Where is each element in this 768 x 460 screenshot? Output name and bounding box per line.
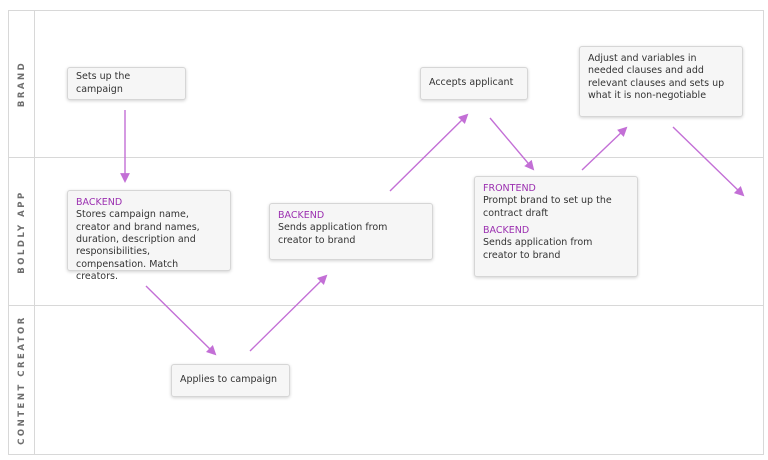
arrow-adjust-onward [672, 126, 745, 197]
swimlane-board [8, 10, 764, 455]
arrow-backend-to-apply [145, 285, 217, 356]
arrow-backend-to-accept [389, 113, 469, 192]
backend-send-application-text-2: Sends application from creator to brand [483, 237, 593, 261]
card-accepts-applicant: Accepts applicant [420, 67, 528, 100]
card-adjust-clauses: Adjust and variables in needed clauses a… [579, 46, 743, 117]
card-sets-up-campaign-text: Sets up the campaign [76, 71, 131, 95]
backend-tag: BACKEND [76, 197, 123, 208]
frontend-contract-text: Prompt brand to set up the contract draf… [483, 195, 612, 219]
card-adjust-clauses-text: Adjust and variables in needed clauses a… [588, 53, 725, 102]
lane-divider-brand-app [8, 157, 764, 158]
card-frontend-backend-contract: FRONTEND Prompt brand to set up the cont… [474, 176, 638, 277]
backend-send-application-text: Sends application from creator to brand [278, 222, 388, 246]
lane-divider-app-creator [8, 305, 764, 306]
backend-store-campaign-text: Stores campaign name, creator and brand … [76, 209, 200, 283]
lane-label-column [8, 10, 35, 455]
card-backend-store-campaign: BACKEND Stores campaign name, creator an… [67, 190, 231, 282]
card-accepts-applicant-text: Accepts applicant [429, 77, 514, 89]
backend-tag: BACKEND [483, 225, 530, 237]
card-applies-to-campaign-text: Applies to campaign [180, 374, 278, 386]
card-sets-up-campaign: Sets up the campaign [67, 67, 186, 100]
arrow-apply-to-backend [249, 274, 328, 352]
backend-tag: BACKEND [278, 210, 325, 221]
frontend-tag: FRONTEND [483, 183, 536, 194]
arrow-accept-to-frontend [489, 117, 535, 171]
arrow-frontend-to-adjust [581, 126, 628, 171]
card-applies-to-campaign: Applies to campaign [171, 364, 290, 397]
card-backend-send-application: BACKEND Sends application from creator t… [269, 203, 433, 260]
